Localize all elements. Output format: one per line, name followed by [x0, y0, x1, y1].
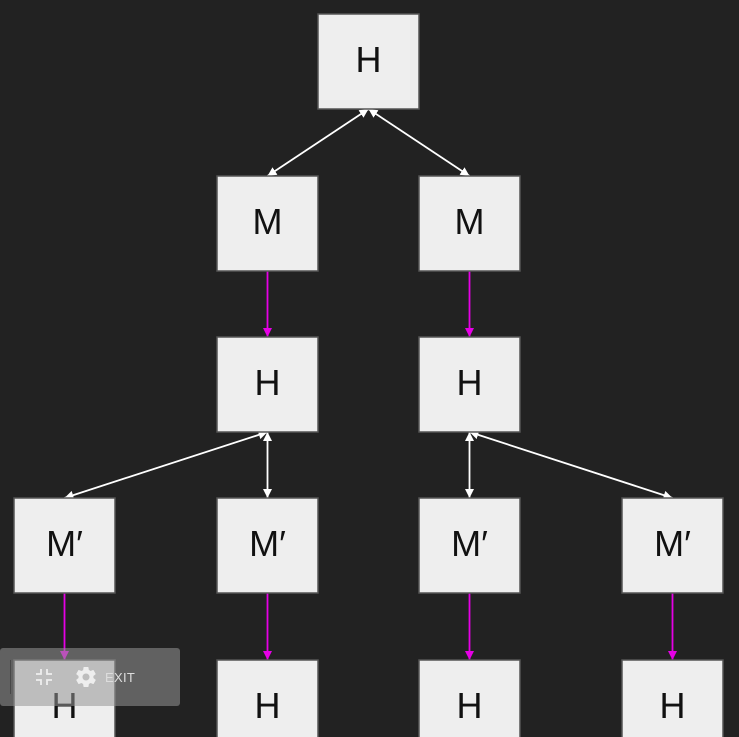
node-label: H [356, 39, 382, 80]
node-label: M′ [46, 523, 83, 564]
node-box [418, 336, 521, 433]
node-box [216, 175, 319, 272]
node-label: H [255, 685, 281, 726]
settings-button[interactable] [71, 662, 101, 692]
node-box [216, 659, 319, 737]
diagram-node: H [418, 336, 521, 433]
node-label: H [457, 685, 483, 726]
node-label: M [455, 201, 485, 242]
node-label: M′ [654, 523, 691, 564]
node-label: H [660, 685, 686, 726]
diagram-node: M [418, 175, 521, 272]
node-box [418, 175, 521, 272]
diagram-node: H [418, 659, 521, 737]
bidirectional-edge [469, 430, 673, 500]
presentation-toolbar: EXIT [0, 648, 180, 706]
node-label: M′ [249, 523, 286, 564]
diagram-node: H [216, 336, 319, 433]
node-box [621, 659, 724, 737]
diagram-node: M′ [13, 497, 116, 594]
diagram-node: M′ [621, 497, 724, 594]
diagram-node: H [216, 659, 319, 737]
node-label: H [255, 362, 281, 403]
bidirectional-edge [64, 430, 268, 500]
node-box [418, 659, 521, 737]
collapse-button[interactable] [29, 662, 59, 692]
node-box [418, 497, 521, 594]
node-label: M [253, 201, 283, 242]
gear-icon [76, 667, 96, 688]
bidirectional-edge [368, 108, 470, 177]
diagram-node: H [317, 13, 420, 110]
edges-layer [60, 108, 677, 660]
node-box [317, 13, 420, 110]
node-box [13, 497, 116, 594]
node-box [216, 336, 319, 433]
toolbar-divider [10, 660, 11, 694]
diagram-node: M [216, 175, 319, 272]
diagram-node: H [621, 659, 724, 737]
node-box [216, 497, 319, 594]
node-box [621, 497, 724, 594]
exit-button[interactable]: EXIT [105, 670, 135, 685]
node-label: M′ [451, 523, 488, 564]
exit-label: EXIT [105, 669, 136, 685]
bidirectional-edge [267, 108, 369, 177]
diagram-node: M′ [216, 497, 319, 594]
collapse-icon [36, 669, 52, 685]
diagram-node: M′ [418, 497, 521, 594]
node-label: H [457, 362, 483, 403]
